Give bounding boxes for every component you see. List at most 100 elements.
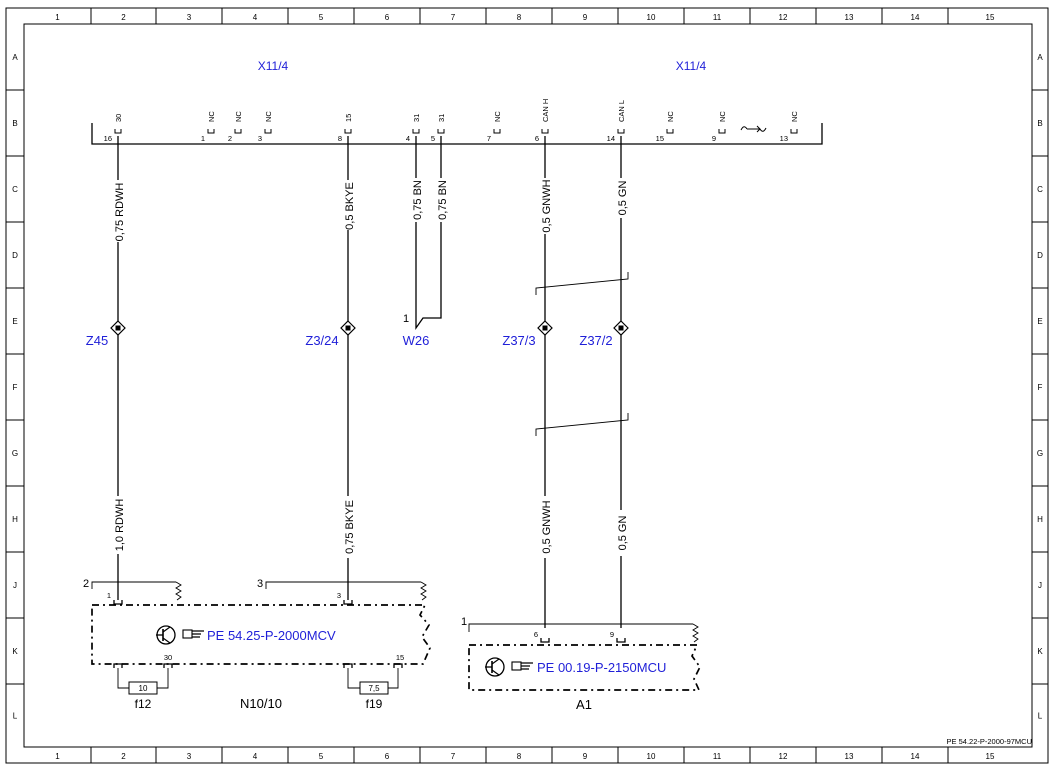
pin-socket (264, 129, 272, 134)
connector-pin: 9NC (712, 111, 727, 143)
wire-label-upper: 0,75 RDWH (114, 183, 126, 242)
pin-socket (163, 663, 173, 668)
connector-pin: 3 NC (258, 111, 273, 143)
pin-number: 3 (337, 591, 341, 600)
pin-number: 5 (431, 134, 435, 143)
row-label: L (1038, 712, 1043, 721)
wire-label-lower: 1,0 RDWH (114, 499, 126, 552)
break-mark (692, 623, 699, 643)
pin-number: 15 (656, 134, 664, 143)
column-label: 7 (451, 13, 456, 22)
pin-number: 6 (534, 630, 538, 639)
fuse-rating: 10 (139, 684, 148, 693)
column-label: 1 (55, 752, 60, 761)
pin-number: 6 (535, 134, 539, 143)
pin-signal: 31 (437, 114, 446, 122)
pin-number: 9 (712, 134, 716, 143)
pin-signal: NC (790, 111, 799, 122)
ground-w26: 1 W26 (403, 313, 430, 348)
module-connector-housing (468, 623, 693, 632)
module-n10-10: 2 3 1 3 PE 54.25-P-2000MCV 30 15 (83, 578, 431, 711)
row-label: E (1037, 317, 1042, 326)
pin-number: 3 (258, 134, 262, 143)
connector-pin: 1NC (201, 111, 216, 143)
module-outline (91, 604, 431, 665)
twisted-pair-mark-upper (535, 272, 629, 295)
fuse-label: f12 (135, 697, 152, 711)
row-label: B (1037, 119, 1042, 128)
wire-label-upper: 0,75 BN (437, 180, 449, 220)
pin-number: 15 (396, 653, 404, 662)
row-label: C (12, 185, 18, 194)
column-label: 1 (55, 13, 60, 22)
ground-label: W26 (403, 333, 430, 348)
wire-label-upper: 0,5 GNWH (541, 179, 553, 232)
row-label: K (1037, 647, 1043, 656)
control-unit-icon (485, 657, 505, 677)
column-label: 8 (517, 752, 522, 761)
row-label: G (1037, 449, 1043, 458)
pin-socket (718, 129, 726, 134)
row-label: L (13, 712, 18, 721)
column-label: 4 (253, 752, 258, 761)
pin-number: 8 (338, 134, 342, 143)
module-a1: 1 6 9 PE 00.19-P-2150MCU A1 (461, 616, 701, 712)
module-reference-link[interactable]: PE 00.19-P-2150MCU (537, 660, 666, 675)
fuse-f19: 7,5 f19 (347, 668, 399, 711)
pin-socket (493, 129, 501, 134)
pin-socket (113, 663, 123, 668)
column-label: 3 (187, 752, 192, 761)
column-label: 3 (187, 13, 192, 22)
connector-pin: 2NC (228, 111, 243, 143)
pin-socket (114, 129, 122, 134)
column-label: 11 (713, 752, 722, 761)
pointing-hand-icon (511, 661, 533, 671)
pin-socket (113, 600, 123, 605)
pin-socket (437, 129, 445, 134)
pin-number: 30 (164, 653, 172, 662)
pin-socket (207, 129, 215, 134)
twisted-pair-mark-lower (535, 413, 629, 436)
connector-label-left: X11/4 (258, 59, 289, 73)
column-label: 4 (253, 13, 258, 22)
pin-signal: NC (264, 111, 273, 122)
connector-pin: 7 NC (487, 111, 502, 143)
connector-housing (91, 123, 823, 145)
pin-socket (343, 663, 353, 668)
row-label: K (12, 647, 18, 656)
splice-z45: Z45 (86, 320, 126, 348)
row-label: A (1037, 53, 1043, 62)
pin-socket (343, 600, 353, 605)
splice-label: Z3/24 (305, 333, 338, 348)
connector-pin: 5 31 (431, 114, 446, 143)
break-mark (175, 581, 182, 601)
column-label: 2 (121, 752, 126, 761)
connector-pin: 13 NC (780, 111, 799, 143)
pin-number: 7 (487, 134, 491, 143)
pin-signal: NC (493, 111, 502, 122)
column-label: 7 (451, 752, 456, 761)
splice-label: Z45 (86, 333, 108, 348)
module-reference-link[interactable]: PE 54.25-P-2000MCV (207, 628, 336, 643)
pin-socket (344, 129, 352, 134)
pin-socket (616, 638, 626, 643)
column-label: 11 (713, 13, 722, 22)
row-label: D (12, 251, 18, 260)
row-label: E (12, 317, 17, 326)
splice-label: Z37/3 (502, 333, 535, 348)
pin-number: 13 (780, 134, 788, 143)
module-outline (468, 644, 701, 691)
connector-pin: 815 (338, 114, 353, 143)
wire-bn-ground (415, 136, 442, 331)
column-label: 6 (385, 752, 390, 761)
pointing-hand-icon (182, 629, 204, 639)
pin-socket (666, 129, 674, 134)
pin-socket (541, 129, 549, 134)
pin-signal: CAN H (541, 99, 550, 122)
row-label: A (12, 53, 18, 62)
column-label: 10 (647, 13, 656, 22)
connector-pin: 6 CAN H (535, 99, 550, 143)
